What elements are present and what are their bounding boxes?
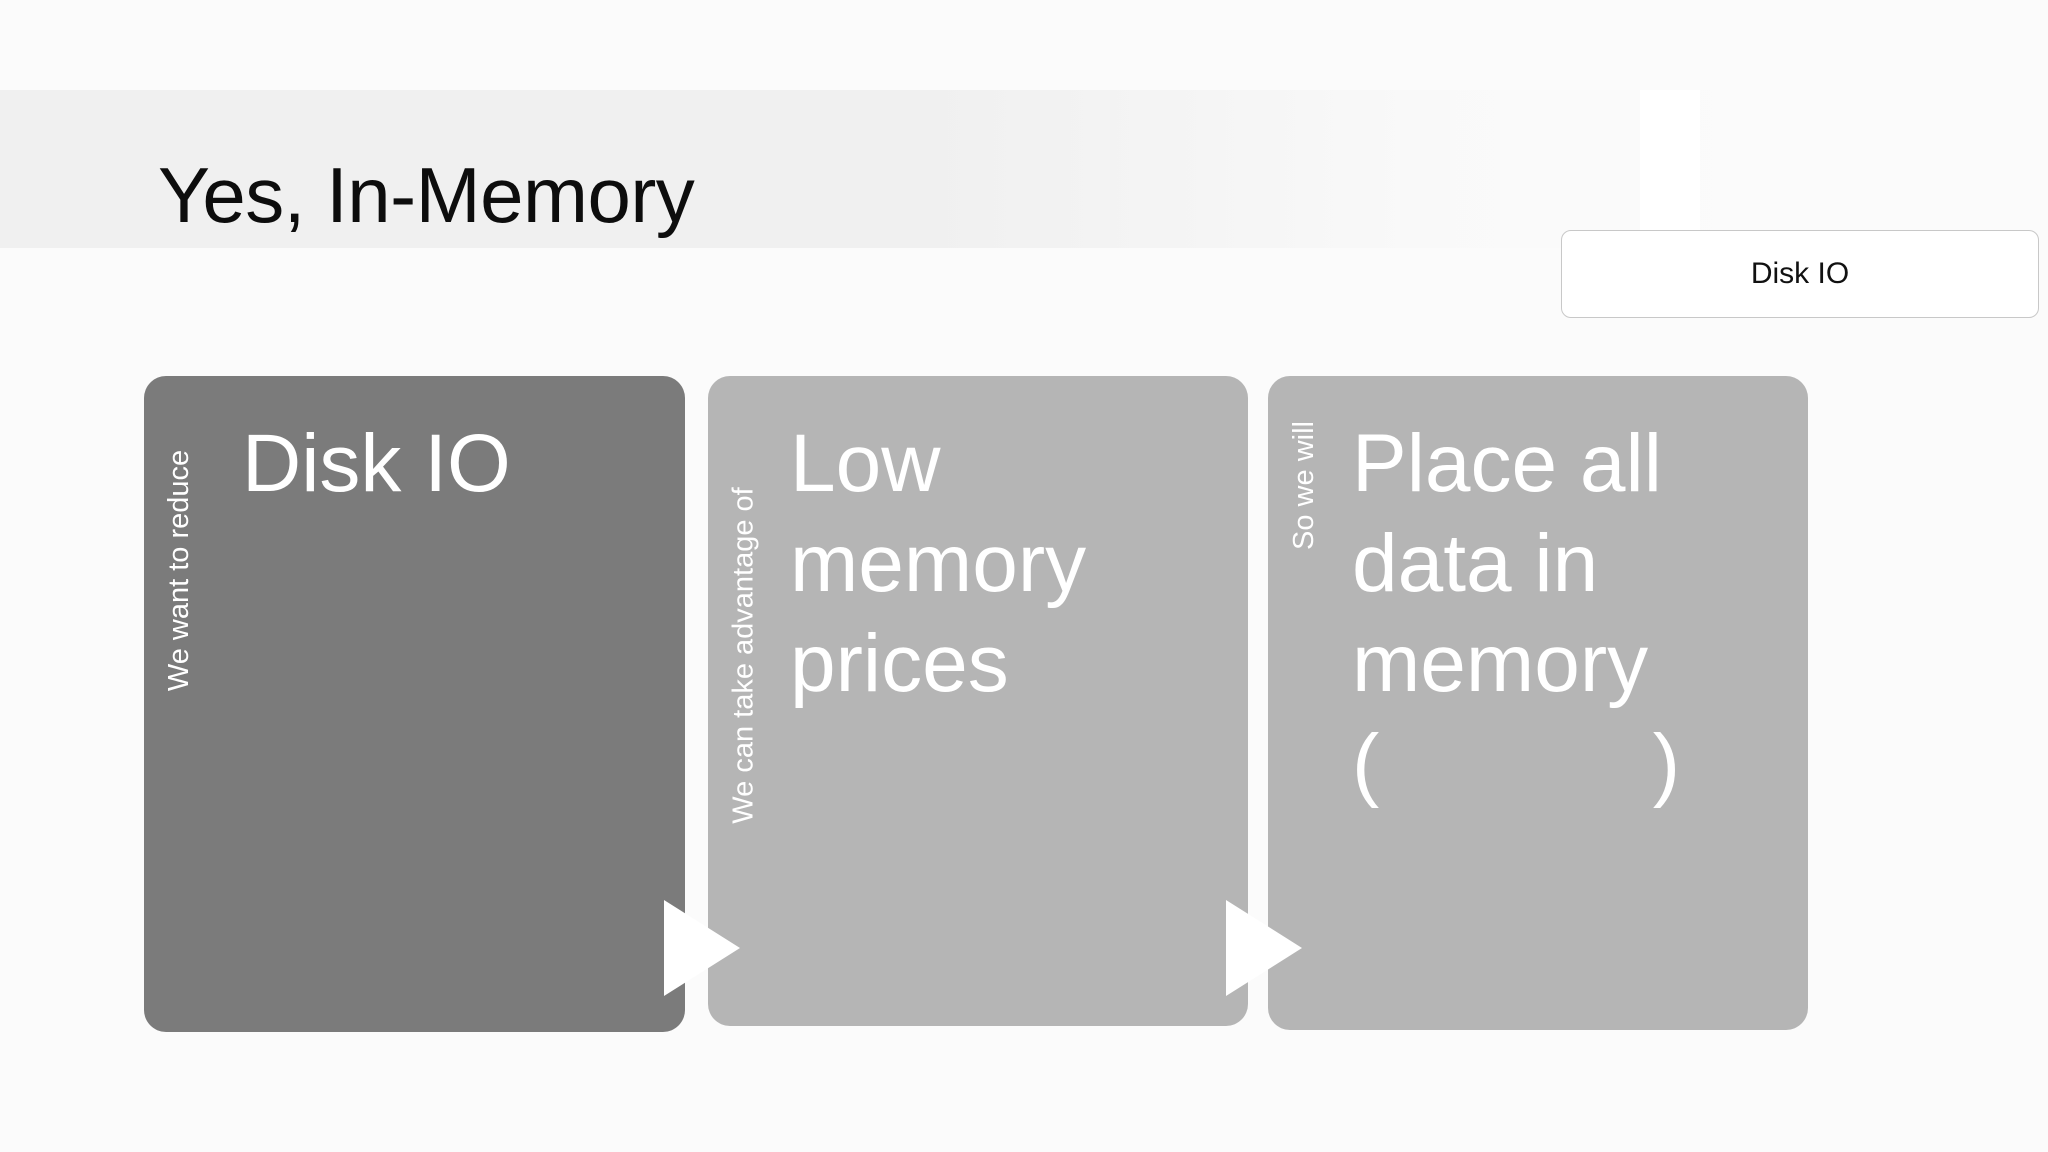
process-block-3-body-line-1: Place all <box>1352 418 1662 509</box>
process-block-3-body-line-3: memory <box>1352 618 1649 710</box>
process-block-2-body-line-2: memory <box>790 518 1087 610</box>
disk-io-callout-box[interactable]: Disk IO <box>1561 230 2039 318</box>
process-block-3-body-line-2: data in <box>1352 518 1599 610</box>
arrow-right-icon-2 <box>1226 900 1302 996</box>
process-block-3-body-line-4: ( ) <box>1352 718 1680 810</box>
process-block-1-side-label-text: We want to reduce <box>163 449 196 692</box>
process-block-2-body-line-3: prices <box>790 618 1009 710</box>
process-block-3-side-label-text: So we will <box>1287 421 1320 550</box>
process-block-1[interactable]: We want to reduce Disk IO <box>144 376 685 1032</box>
page-title: Yes, In-Memory <box>158 151 695 240</box>
process-block-2-body-line-1: Low <box>790 418 941 509</box>
process-block-1-body-line-1: Disk IO <box>242 418 511 509</box>
arrow-right-icon-1 <box>664 900 740 996</box>
process-block-3-body: Place all data in memory ( ) <box>1352 414 1790 814</box>
process-block-1-side-label: We want to reduce <box>144 376 216 1032</box>
process-block-2-side-label-text: We can take advantage of <box>727 487 760 824</box>
disk-io-callout-label: Disk IO <box>1750 257 1850 290</box>
process-block-1-body: Disk IO <box>242 414 667 514</box>
process-block-2[interactable]: We can take advantage of Low memory pric… <box>708 376 1248 1026</box>
process-block-2-body: Low memory prices <box>790 414 1230 714</box>
process-block-3[interactable]: So we will Place all data in memory ( ) <box>1268 376 1808 1030</box>
title-band <box>0 90 1760 248</box>
